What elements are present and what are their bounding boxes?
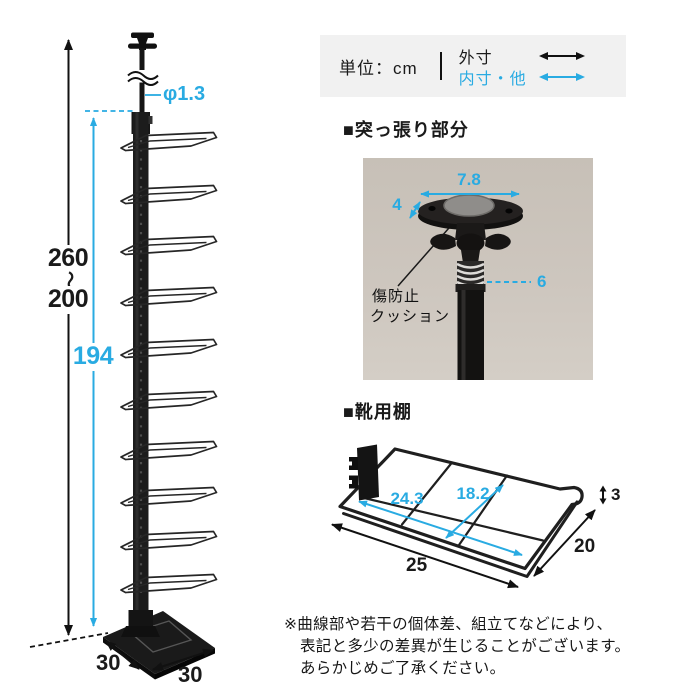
outer-height-min-value: 200 [44,285,92,314]
tension-section-title: ■突っ張り部分 [343,120,469,140]
unit-legend-box: 単位：cm 外寸 内寸・他 [320,35,626,97]
plate-width-value: 7.8 [457,170,481,189]
shelf-edge-height-value: 3 [611,485,621,504]
shelf-inner-width-value: 24.3 [390,489,424,508]
shelf-depth-value: 20 [574,536,596,557]
shelf-width-arrow-icon [331,523,519,589]
shelf-width-value: 25 [406,555,428,576]
disclaimer-note: ※曲線部や若干の個体差、組立てなどにより、 表記と多少の差異が生じることがござい… [284,614,630,680]
base-width-value: 30 [178,662,203,687]
base-depth-value: 30 [96,650,121,675]
cushion-pad [443,194,495,217]
plate-depth-value: 4 [392,195,402,214]
cushion-label-line2: クッション [370,308,451,325]
outer-dim-label: 外寸 [458,49,493,67]
note-line: 表記と多少の差異が生じることがございます。 [300,638,631,655]
shelf-hook-bracket [349,444,379,501]
spring [456,262,485,287]
base-width-arrow-icon [152,648,214,671]
inner-height-value: 194 [69,342,117,371]
base-depth-arrow-icon [105,640,140,670]
plate-depth-arrow-icon [409,201,421,219]
shelf-edge-height-arrow-icon [599,485,607,505]
note-line: あらかじめご了承ください。 [300,660,506,677]
floor-reference-dashed-line [29,632,109,648]
shelf-inner-depth-value: 18.2 [456,484,490,503]
shoe-shelf-art [331,444,607,589]
cushion-label-line1: 傷防止 [372,288,421,305]
shelf-depth-arrow-icon [533,509,596,577]
tension-part-art [397,190,531,380]
unit-label: 単位：cm [339,58,418,78]
pipe-dim-value: 6 [537,272,547,291]
legend-divider [439,52,442,80]
inner-height-dimension-arrow-icon [85,110,136,627]
inner-dim-arrow-icon [538,72,585,81]
outer-dim-arrow-icon [538,51,585,60]
shelf-section-title: ■靴用棚 [343,402,412,422]
tension-pole [121,32,160,637]
pole-diameter-value: φ1.3 [163,83,206,105]
inner-dim-label: 内寸・他 [458,70,527,88]
pole-section [457,290,484,380]
wing-nut [456,233,485,253]
note-line: ※曲線部や若干の個体差、組立てなどにより、 [284,616,613,633]
main-pole-diagram [29,32,218,680]
